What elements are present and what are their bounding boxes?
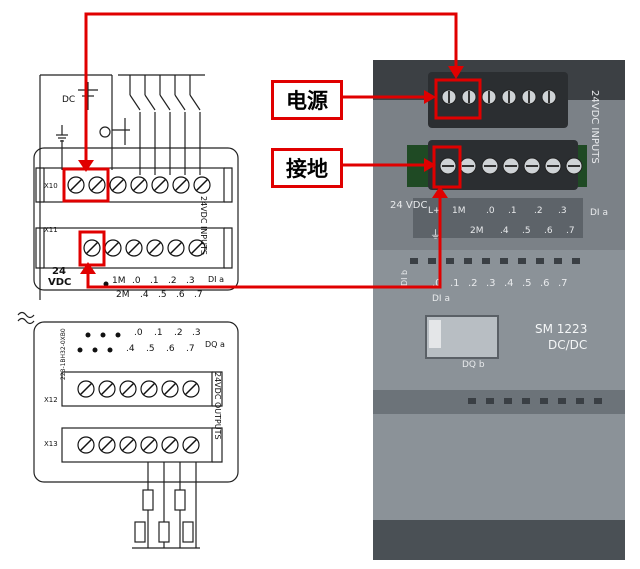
schematic-out-ch: .4 xyxy=(126,344,135,354)
module-dia-label-led: DI a xyxy=(432,294,450,304)
schematic-out-ch: .6 xyxy=(166,344,175,354)
module-led-ch: .6 xyxy=(540,278,550,289)
module-led-ch: .5 xyxy=(522,278,532,289)
schematic-in-ch: .5 xyxy=(158,290,167,300)
module-row-bottom-ch: .6 xyxy=(544,226,553,236)
schematic-out-ch: .0 xyxy=(134,328,143,338)
module-led-ch: .4 xyxy=(504,278,514,289)
schematic-in-ch: .4 xyxy=(140,290,149,300)
schematic-out-ch: .3 xyxy=(192,328,201,338)
module-row-top-ch: .2 xyxy=(534,206,543,216)
module-led-ch: .7 xyxy=(558,278,568,289)
schematic-x13-label: X13 xyxy=(44,440,58,448)
schematic-out-ch: .7 xyxy=(186,344,195,354)
schematic-out-ch: .5 xyxy=(146,344,155,354)
module-row-top-ch: .0 xyxy=(486,206,495,216)
schematic-in-ch: .2 xyxy=(168,276,177,286)
schematic-dqa-label: DQ a xyxy=(205,340,225,349)
ground-label: 接地 xyxy=(271,148,343,188)
module-row-bottom-ch: .4 xyxy=(500,226,509,236)
module-name: SM 1223 xyxy=(535,322,588,336)
schematic-dc-label: DC xyxy=(62,95,76,105)
schematic-in-2m: 2M xyxy=(116,290,130,300)
schematic-out-ch: .1 xyxy=(154,328,163,338)
module-row-top-ch: .1 xyxy=(508,206,517,216)
ground-icon: ⏚ xyxy=(430,228,441,241)
module-dqb-label: DQ b xyxy=(462,360,485,370)
schematic-out-ch: .2 xyxy=(174,328,183,338)
module-supply-voltage: 24 VDC xyxy=(390,200,428,211)
module-led-ch: .1 xyxy=(450,278,460,289)
schematic-vdc-label: VDC xyxy=(48,277,72,288)
schematic-dia-label: DI a xyxy=(208,275,224,284)
module-row-bottom-ch: .7 xyxy=(566,226,575,236)
schematic-x10-label: X10 xyxy=(44,182,58,190)
module-row-top-ch: .3 xyxy=(558,206,567,216)
module-led-ch: .2 xyxy=(468,278,478,289)
module-row-bottom-2m: 2M xyxy=(470,226,484,236)
schematic-in-ch: .0 xyxy=(132,276,141,286)
schematic-in-ch: .6 xyxy=(176,290,185,300)
schematic-24-label: 24 xyxy=(52,266,66,277)
power-label: 电源 xyxy=(271,80,343,120)
schematic-in-1m: 1M xyxy=(112,276,126,286)
module-supply: DC/DC xyxy=(548,338,588,352)
schematic-x12-label: X12 xyxy=(44,396,58,404)
schematic-in-ch: .1 xyxy=(150,276,159,286)
schematic-in-ch: .7 xyxy=(194,290,203,300)
schematic-in-ch: .3 xyxy=(186,276,195,286)
module-row-bottom-ch: .5 xyxy=(522,226,531,236)
module-row-top-1m: 1M xyxy=(452,206,466,216)
schematic-x11-label: X11 xyxy=(44,226,58,234)
module-led-ch: .0 xyxy=(432,278,442,289)
module-row-top-lplus: L+ xyxy=(428,206,441,216)
module-photo xyxy=(373,60,625,560)
module-dia-label: DI a xyxy=(590,208,608,218)
module-led-ch: .3 xyxy=(486,278,496,289)
